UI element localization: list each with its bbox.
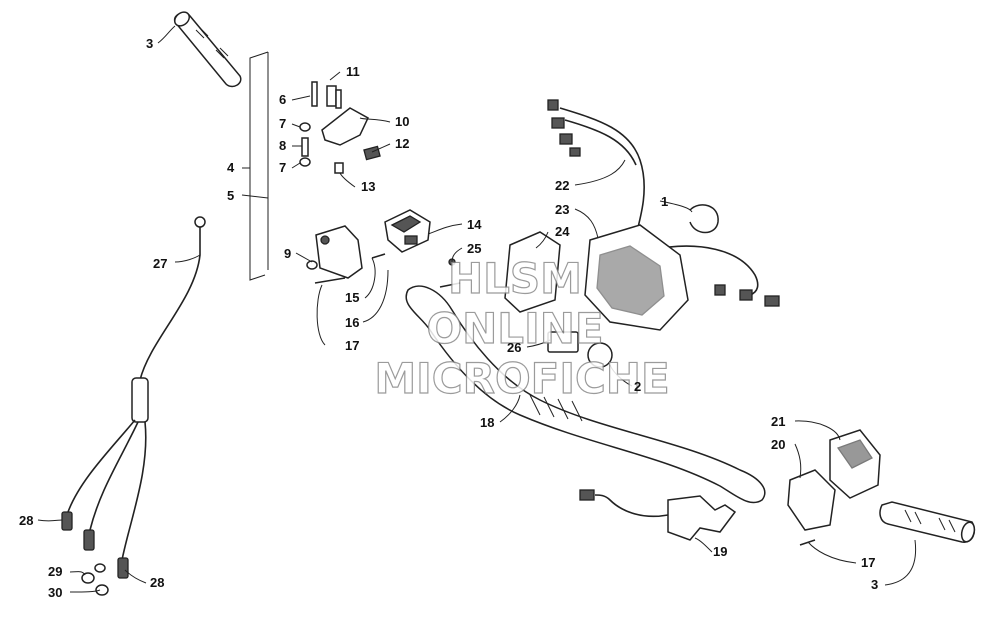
callout-18: 18 xyxy=(480,415,494,430)
callout-3-left-grip: 3 xyxy=(146,36,153,51)
callout-10: 10 xyxy=(395,114,409,129)
callout-14: 14 xyxy=(467,217,482,232)
watermark-line1: HLSM xyxy=(448,254,582,303)
callout-30: 30 xyxy=(48,585,62,600)
brake-bracket-outline xyxy=(249,51,269,281)
throttle-cable-part xyxy=(61,216,206,596)
callout-24: 24 xyxy=(555,224,570,239)
callout-16: 16 xyxy=(345,315,359,330)
callout-26: 26 xyxy=(507,340,521,355)
callout-1: 1 xyxy=(661,194,668,209)
callout-22: 22 xyxy=(555,178,569,193)
brake-housing-part xyxy=(306,225,363,279)
callout-25: 25 xyxy=(467,241,481,256)
watermark-line2: ONLINE xyxy=(426,304,603,353)
callout-17-right: 17 xyxy=(861,555,875,570)
callout-17-left: 17 xyxy=(345,338,359,353)
callout-4: 4 xyxy=(227,160,235,175)
callout-28-left: 28 xyxy=(19,513,33,528)
callouts: 3 11 6 7 10 8 12 7 4 13 5 22 1 23 14 24 … xyxy=(19,36,878,600)
callout-19: 19 xyxy=(713,544,727,559)
callout-27: 27 xyxy=(153,256,167,271)
callout-7-upper: 7 xyxy=(279,116,286,131)
left-grip-part xyxy=(173,11,242,88)
callout-13: 13 xyxy=(361,179,375,194)
callout-21: 21 xyxy=(771,414,785,429)
callout-29: 29 xyxy=(48,564,62,579)
callout-23: 23 xyxy=(555,202,569,217)
callout-12: 12 xyxy=(395,136,409,151)
callout-2: 2 xyxy=(634,379,641,394)
handlebar-part xyxy=(405,285,766,504)
callout-9: 9 xyxy=(284,246,291,261)
control-housing-part xyxy=(448,224,689,368)
pins-parts xyxy=(314,253,461,288)
callout-20: 20 xyxy=(771,437,785,452)
callout-3-right-grip: 3 xyxy=(871,577,878,592)
wiring-harness-part xyxy=(547,99,780,307)
callout-7-lower: 7 xyxy=(279,160,286,175)
watermark-line3: MICROFICHE xyxy=(374,354,669,403)
leader-lines xyxy=(37,25,917,593)
callout-6: 6 xyxy=(279,92,286,107)
right-switch-housing-part xyxy=(787,429,881,531)
callout-8: 8 xyxy=(279,138,286,153)
callout-5: 5 xyxy=(227,188,234,203)
callout-11: 11 xyxy=(346,64,360,79)
callout-15: 15 xyxy=(345,290,359,305)
ring-clip-part xyxy=(689,204,719,234)
callout-28-right: 28 xyxy=(150,575,164,590)
throttle-block-part xyxy=(384,209,431,253)
brake-lever-parts xyxy=(299,81,381,174)
right-grip-part xyxy=(879,501,976,543)
watermark: HLSM ONLINE MICROFICHE xyxy=(374,253,670,403)
heater-element-part xyxy=(579,489,816,546)
